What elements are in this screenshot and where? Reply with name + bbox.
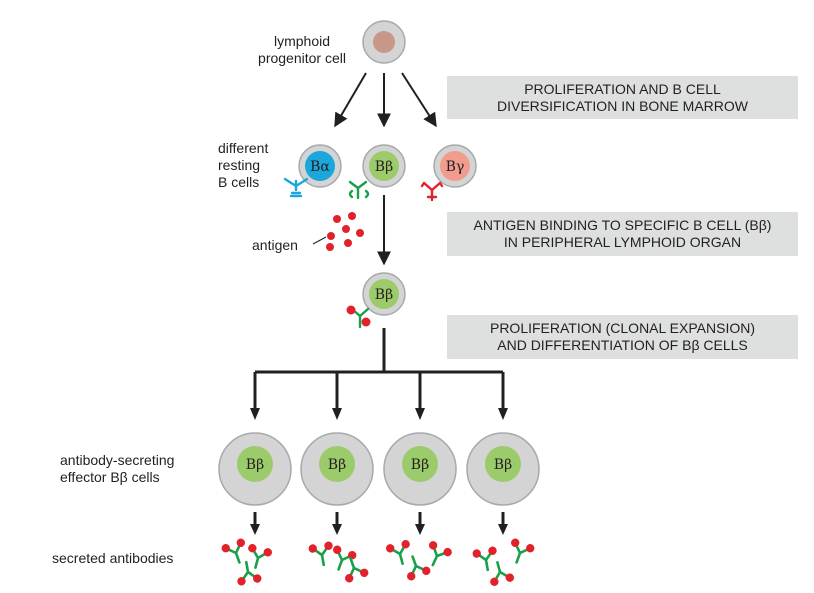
step-1-line2: DIVERSIFICATION IN BONE MARROW [497, 97, 748, 114]
step-2-line2: IN PERIPHERAL LYMPHOID ORGAN [503, 234, 742, 250]
arrow-to-gamma [401, 72, 437, 128]
effector-cells-label: antibody-secreting effector Bβ cells [60, 452, 220, 486]
selected-b-beta-cell: Bβ [362, 272, 406, 316]
antibody-icon [221, 538, 245, 564]
b-alpha-label: Bα [310, 159, 330, 175]
antibody-icon [490, 561, 514, 586]
progenitor-label-line1: lymphoid [273, 33, 331, 49]
antigen-label: antigen [252, 237, 298, 253]
effector-cell-label: Bβ [494, 457, 512, 473]
effector-cell-3: Bβ [383, 432, 457, 506]
arrow-to-alpha [334, 72, 367, 128]
effector-label-line1: antibody-secreting [60, 452, 175, 468]
step-3-line2: AND DIFFERENTIATION OF Bβ CELLS [497, 337, 748, 353]
resting-b-beta-cell: Bβ [362, 144, 406, 188]
resting-label-line3: B cells [218, 174, 260, 190]
resting-b-alpha-cell: Bα [298, 144, 342, 188]
antigen-pointer [312, 236, 327, 245]
antibody-icon [237, 560, 262, 586]
antibody-icon [386, 540, 410, 565]
effector-cell-label: Bβ [411, 457, 429, 473]
receptor-alpha-icon [283, 177, 309, 198]
step-box-bone-marrow: PROLIFERATION AND B CELL DIVERSIFICATION… [447, 76, 798, 119]
expansion-arrowheads [250, 408, 508, 420]
b-gamma-label: Bγ [446, 159, 465, 175]
antibody-icon [428, 541, 452, 567]
effector-cell-label: Bβ [246, 457, 264, 473]
antigen-particles [326, 212, 364, 251]
effector-cell-4: Bβ [466, 432, 540, 506]
effector-cell-2: Bβ [300, 432, 374, 506]
step-3-line1: PROLIFERATION (CLONAL EXPANSION) [489, 320, 755, 336]
secretion-arrows [253, 512, 505, 526]
effector-label-line2: effector Bβ cells [60, 469, 160, 485]
progenitor-label: lymphoid progenitor cell [236, 33, 368, 67]
step-2-line1: ANTIGEN BINDING TO SPECIFIC B CELL (Bβ) [473, 217, 772, 233]
resting-label-line1: different [218, 140, 269, 156]
receptor-beta-icon [348, 180, 370, 200]
resting-label-line2: resting [218, 157, 261, 173]
resting-cells-label: different resting B cells [218, 140, 298, 191]
step-box-antigen-binding: ANTIGEN BINDING TO SPECIFIC B CELL (Bβ) … [447, 212, 798, 256]
antibody-icon [333, 545, 357, 571]
antibody-icon [407, 555, 431, 581]
effector-cell-label: Bβ [328, 457, 346, 473]
secretion-arrowheads [250, 524, 508, 535]
b-beta-label: Bβ [375, 159, 393, 175]
antibody-icon [345, 557, 369, 583]
receptor-gamma-icon [420, 181, 444, 202]
progenitor-cell [362, 20, 406, 64]
bound-receptor-icon [346, 305, 371, 329]
antibody-icon [248, 544, 272, 569]
antibody-icon [308, 541, 333, 567]
secreted-antibodies-group [221, 538, 535, 586]
effector-cell-1: Bβ [218, 432, 292, 506]
antibody-icon [511, 538, 535, 564]
antibody-icon [472, 546, 497, 572]
step-box-clonal-expansion: PROLIFERATION (CLONAL EXPANSION) AND DIF… [447, 315, 798, 359]
resting-b-gamma-cell: Bγ [433, 144, 477, 188]
step-1-line1: PROLIFERATION AND B CELL [524, 80, 721, 97]
clonal-expansion-tree [253, 328, 505, 410]
secreted-antibodies-label: secreted antibodies [52, 550, 174, 566]
selected-cell-label: Bβ [375, 287, 393, 303]
progenitor-label-line2: progenitor cell [258, 50, 346, 66]
